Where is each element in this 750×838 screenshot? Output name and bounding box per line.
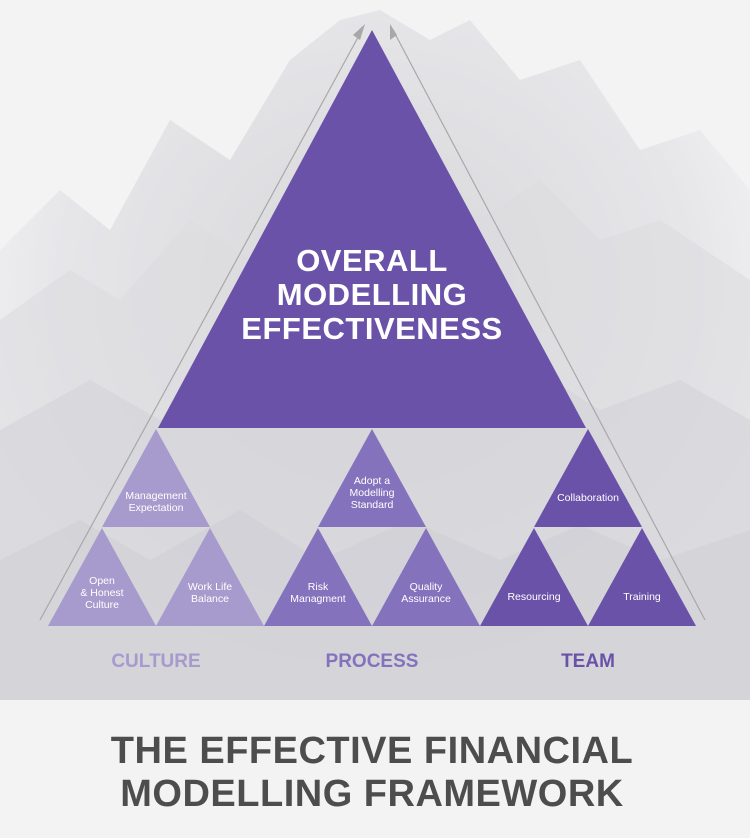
process-top-label-line-1: Adopt a — [354, 475, 390, 487]
team-top-label: Collaboration — [557, 492, 619, 504]
process-left-label-line-1: Risk — [308, 581, 329, 593]
culture-left-label-line-2: & Honest — [80, 587, 123, 599]
pillar-label-culture: CULTURE — [111, 651, 200, 672]
pillar-label-process: PROCESS — [326, 651, 419, 672]
team-right-label: Training — [623, 591, 661, 603]
culture-right-label-line-1: Work Life — [188, 581, 232, 593]
culture-left-label-line-3: Culture — [85, 599, 119, 611]
culture-top-label-line-2: Expectation — [129, 502, 184, 514]
culture-top-label-line-1: Management — [125, 490, 186, 502]
process-top-label-line-3: Standard — [351, 499, 394, 511]
apex-label-line-1: OVERALL — [296, 243, 448, 278]
process-right-label-line-1: Quality — [410, 581, 443, 593]
framework-title: THE EFFECTIVE FINANCIAL MODELLING FRAMEW… — [111, 730, 633, 815]
apex-label-line-2: MODELLING — [277, 277, 468, 312]
culture-left-label-line-1: Open — [89, 575, 115, 587]
title-line-1: THE EFFECTIVE FINANCIAL — [111, 730, 633, 772]
team-left-label: Resourcing — [507, 591, 560, 603]
process-right-label-line-2: Assurance — [401, 593, 451, 605]
title-line-2: MODELLING FRAMEWORK — [120, 773, 624, 815]
culture-right-label-line-2: Balance — [191, 593, 229, 605]
process-left-label-line-2: Managment — [290, 593, 346, 605]
process-top-label-line-2: Modelling — [350, 487, 395, 499]
pillar-label-team: TEAM — [561, 651, 615, 672]
apex-label-line-3: EFFECTIVENESS — [241, 311, 502, 346]
